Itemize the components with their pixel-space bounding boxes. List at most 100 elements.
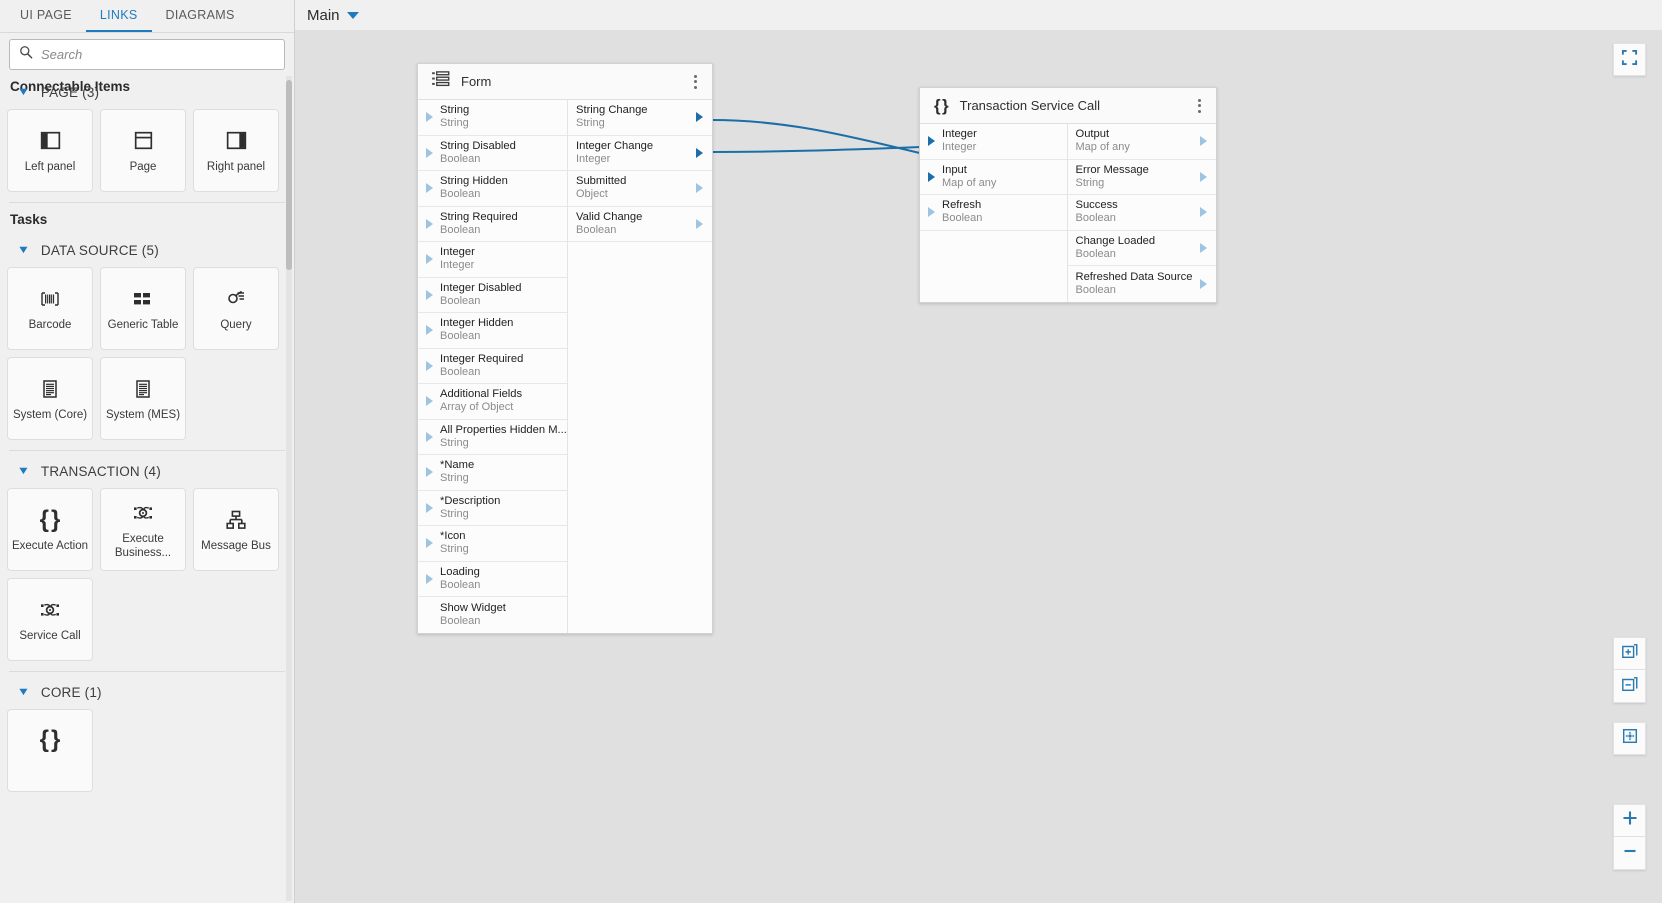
node-tsc-header[interactable]: { } Transaction Service Call [920,88,1216,124]
palette-item-query[interactable]: Query [193,267,279,350]
palette-scroll-region[interactable]: ▼ PAGE (3) Left panel [0,76,294,903]
palette-item-service-call[interactable]: Service Call [7,578,93,661]
connectable-items-title: Connectable Items [10,79,131,94]
palette-item-message-bus[interactable]: Message Bus [193,488,279,571]
port-marker-icon [696,147,703,158]
palette-item-generic-table[interactable]: Generic Table [100,267,186,350]
port-name: Success [1075,199,1118,212]
palette-item-right-panel[interactable]: Right panel [193,109,279,192]
port-type: Boolean [440,614,481,627]
palette-item-left-panel[interactable]: Left panel [7,109,93,192]
port-type: Boolean [1075,247,1116,260]
port-in[interactable]: All Properties Hidden M...String [418,420,567,455]
palette-item-execute-business[interactable]: Execute Business... [100,488,186,571]
palette-label: Generic Table [107,318,179,331]
port-marker-icon [426,573,433,584]
search-box[interactable] [9,39,285,70]
port-type: Boolean [440,188,481,201]
search-input[interactable] [41,47,275,62]
port-type: String [440,117,469,130]
port-marker-icon [426,360,433,371]
palette-item-core-0[interactable]: { } [7,709,93,792]
divider [9,450,285,451]
fit-to-screen-button[interactable] [1613,722,1646,755]
tab-diagrams[interactable]: DIAGRAMS [165,8,235,22]
port-name: String Required [440,210,518,223]
collapse-all-button[interactable] [1613,670,1646,703]
palette-scrollbar-track[interactable] [286,76,292,901]
port-type: Boolean [1075,212,1116,225]
port-type: Map of any [942,176,997,189]
palette-item-system-core[interactable]: System (Core) [7,357,93,440]
group-header-transaction[interactable]: ▼ TRANSACTION (4) [0,455,294,488]
tab-ui-page[interactable]: UI PAGE [20,8,72,22]
port-marker-icon [696,183,703,194]
group-header-page[interactable]: ▼ PAGE (3) [0,76,294,109]
palette-item-page[interactable]: Page [100,109,186,192]
zoom-in-button[interactable] [1613,804,1646,837]
fullscreen-button[interactable] [1613,43,1646,76]
port-type: Integer [942,141,977,154]
port-name: Refresh [942,199,982,212]
more-options-icon[interactable] [687,74,703,89]
palette-item-execute-action[interactable]: { } Execute Action [7,488,93,571]
canvas-area: Main [295,0,1662,903]
group-header-data-source[interactable]: ▼ DATA SOURCE (5) [0,234,294,267]
query-icon [224,285,248,313]
chevron-down-icon[interactable] [346,11,359,19]
port-marker-icon [1200,136,1207,147]
palette-item-barcode[interactable]: Barcode [7,267,93,350]
port-marker-icon [426,467,433,478]
more-options-icon[interactable] [1191,98,1207,113]
tab-links[interactable]: LINKS [85,0,152,32]
expand-all-button[interactable] [1613,637,1646,670]
port-marker-icon [426,325,433,336]
port-name: String Disabled [440,139,516,152]
port-type: Boolean [440,294,481,307]
node-form-header[interactable]: Form [418,64,712,100]
port-type: Boolean [942,212,983,225]
palette-label: System (MES) [105,408,181,421]
zoom-out-button[interactable] [1613,837,1646,870]
port-name: String Change [576,104,648,117]
barcode-icon [38,285,62,313]
palette-label: Service Call [19,629,81,642]
fit-tools [1613,722,1646,755]
port-name: Error Message [1075,163,1149,176]
port-marker-icon [696,218,703,229]
port-name: Change Loaded [1075,234,1156,247]
palette-item-system-mes[interactable]: System (MES) [100,357,186,440]
group-header-core[interactable]: ▼ CORE (1) [0,676,294,709]
palette-scrollbar-thumb[interactable] [286,80,292,270]
